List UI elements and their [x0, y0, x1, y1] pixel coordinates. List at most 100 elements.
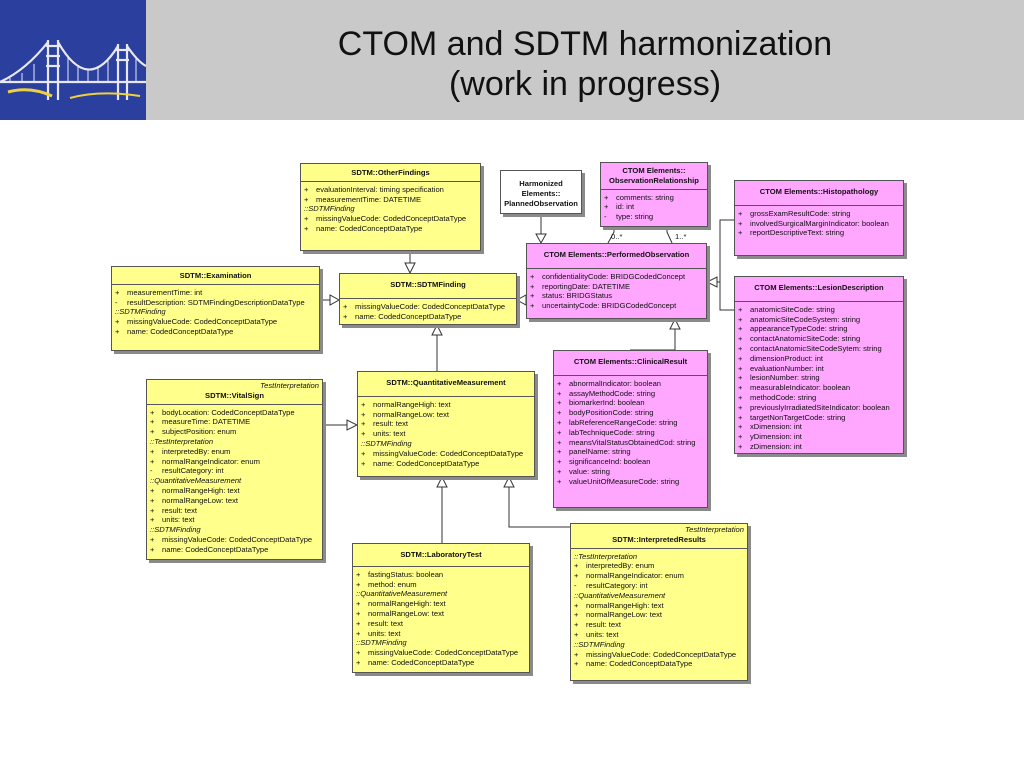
visibility-marker: + [738, 334, 743, 344]
edge-lesion-to-performedobservation [719, 282, 734, 311]
attribute-text: missingValueCode: CodedConceptDataType [355, 301, 506, 311]
attribute-row: +assayMethodCode: string [557, 389, 707, 399]
attribute-row: +yDimension: int [738, 432, 903, 442]
attribute-list: +measurementTime: int-resultDescription:… [112, 285, 319, 339]
attribute-group-label: ::QuantitativeMeasurement [150, 476, 322, 486]
attribute-row: +subjectPosition: enum [150, 427, 322, 437]
visibility-marker: + [150, 456, 155, 466]
class-performed-observation[interactable]: CTOM Elements::PerformedObservation +con… [526, 243, 707, 319]
attribute-group-label: ::TestInterpretation [574, 552, 747, 562]
attribute-row: +evaluationInterval: timing specificatio… [304, 185, 480, 195]
generalization-arrow [669, 317, 681, 330]
attribute-text: ::QuantitativeMeasurement [574, 590, 666, 600]
attribute-row: +normalRangeLow: text [361, 410, 534, 420]
class-quantitative-measurement[interactable]: SDTM::QuantitativeMeasurement +normalRan… [357, 371, 535, 477]
attribute-row: +contactAnatomicSiteCodeSytem: string [738, 344, 903, 354]
attribute-text: targetNonTargetCode: string [750, 412, 846, 422]
attribute-text: reportDescriptiveText: string [750, 228, 845, 238]
visibility-marker: + [738, 383, 743, 393]
attribute-text: ::QuantitativeMeasurement [150, 476, 242, 486]
attribute-row: +normalRangeHigh: text [150, 486, 322, 496]
attribute-text: result: text [586, 620, 622, 630]
class-clinical-result[interactable]: CTOM Elements::ClinicalResult +abnormalI… [553, 350, 708, 508]
attribute-text: name: CodedConceptDataType [316, 223, 423, 233]
attribute-row: +normalRangeIndicator: enum [574, 571, 747, 581]
visibility-marker: + [738, 373, 743, 383]
visibility-marker: + [604, 202, 609, 212]
title-line-1: CTOM and SDTM harmonization [337, 25, 833, 63]
attribute-row: +result: text [574, 620, 747, 630]
visibility-marker: + [150, 505, 155, 515]
attribute-text: measureTime: DATETIME [162, 417, 251, 427]
visibility-marker: + [738, 432, 743, 442]
attribute-row: + contactAnatomicSiteCode: string [738, 334, 903, 344]
attribute-text: involvedSurgicalMarginIndicator: boolean [750, 218, 889, 228]
attribute-row: +interpretedBy: enum [150, 447, 322, 457]
attribute-row: +labReferenceRangeCode: string [557, 418, 707, 428]
class-examination[interactable]: SDTM::Examination +measurementTime: int-… [111, 266, 320, 351]
visibility-marker: + [738, 422, 743, 432]
visibility-marker: + [530, 301, 535, 311]
class-laboratory-test[interactable]: SDTM::LaboratoryTest +fastingStatus: boo… [352, 543, 530, 673]
attribute-list: +evaluationInterval: timing specificatio… [301, 182, 480, 236]
attribute-row: +dimensionProduct: int [738, 354, 903, 364]
attribute-row: +uncertaintyCode: BRIDGCodedConcept [530, 301, 706, 311]
attribute-text: missingValueCode: CodedConceptDataType [368, 648, 519, 658]
attribute-text: bodyPositionCode: string [569, 408, 654, 418]
visibility-marker: + [530, 271, 535, 281]
class-observation-relationship[interactable]: CTOM Elements:: ObservationRelationship … [600, 162, 708, 227]
generalization-arrow [436, 475, 448, 488]
class-other-findings[interactable]: SDTM::OtherFindings +evaluationInterval:… [300, 163, 481, 251]
attribute-text: id: int [616, 202, 635, 212]
attribute-group-label: ::QuantitativeMeasurement [356, 589, 529, 599]
attribute-text: previouslyIrradiatedSiteIndicator: boole… [750, 402, 890, 412]
visibility-marker: + [530, 281, 535, 291]
class-name: CTOM Elements::PerformedObservation [527, 244, 706, 269]
attribute-text: result: text [162, 505, 198, 515]
attribute-list: +grossExamResultCode: string+involvedSur… [735, 206, 903, 240]
class-name: SDTM::QuantitativeMeasurement [358, 372, 534, 397]
attribute-row: +units: text [361, 429, 534, 439]
visibility-marker: + [361, 458, 366, 468]
attribute-text: measurableIndicator: boolean [750, 383, 851, 393]
attribute-text: name: CodedConceptDataType [373, 458, 480, 468]
class-vital-sign[interactable]: TestInterpretation SDTM::VitalSign +body… [146, 379, 323, 560]
visibility-marker: + [115, 326, 120, 336]
attribute-text: value: string [569, 466, 610, 476]
attribute-text: name: CodedConceptDataType [355, 311, 462, 321]
attribute-text: missingValueCode: CodedConceptDataType [586, 649, 737, 659]
attribute-text: name: CodedConceptDataType [127, 326, 234, 336]
attribute-text: contactAnatomicSiteCode: string [750, 334, 861, 344]
attribute-row: + involvedSurgicalMarginIndicator: boolea… [738, 219, 903, 229]
attribute-text: result: text [368, 618, 404, 628]
attribute-text: normalRangeLow: text [373, 409, 449, 419]
visibility-marker: + [356, 608, 361, 618]
visibility-marker: + [738, 218, 743, 228]
class-lesion-description[interactable]: CTOM Elements::LesionDescription +anatom… [734, 276, 904, 454]
visibility-marker: + [356, 599, 361, 609]
attribute-row: +name: CodedConceptDataType [356, 658, 529, 668]
class-harmonized-planned-observation[interactable]: Harmonized Elements:: PlannedObservation [500, 170, 582, 214]
visibility-marker: + [304, 223, 309, 233]
visibility-marker: + [557, 378, 562, 388]
attribute-text: missingValueCode: CodedConceptDataType [162, 534, 313, 544]
attribute-row: +name: CodedConceptDataType [150, 545, 322, 555]
attribute-row: +measurementTime: DATETIME [304, 195, 480, 205]
visibility-marker: + [738, 363, 743, 373]
class-sdtm-finding[interactable]: SDTM::SDTMFinding +missingValueCode: Cod… [339, 273, 517, 325]
generalization-arrow [346, 419, 359, 431]
class-interpreted-results[interactable]: TestInterpretation SDTM::InterpretedResu… [570, 523, 748, 681]
class-name: SDTM::OtherFindings [301, 164, 480, 182]
attribute-text: missingValueCode: CodedConceptDataType [316, 214, 467, 224]
generalization-arrow [535, 233, 547, 245]
attribute-row: +missingValueCode: CodedConceptDataType [356, 648, 529, 658]
attribute-text: resultCategory: int [586, 580, 648, 590]
visibility-marker: + [356, 618, 361, 628]
visibility-marker: + [343, 311, 348, 321]
attribute-row: +normalRangeHigh: text [361, 400, 534, 410]
attribute-text: ::QuantitativeMeasurement [356, 589, 448, 599]
edge-interpreted-to-quant [508, 487, 570, 528]
visibility-marker: + [115, 317, 120, 327]
class-histopathology[interactable]: CTOM Elements::Histopathology +grossExam… [734, 180, 904, 256]
attribute-row: + name: CodedConceptDataType [115, 327, 319, 337]
